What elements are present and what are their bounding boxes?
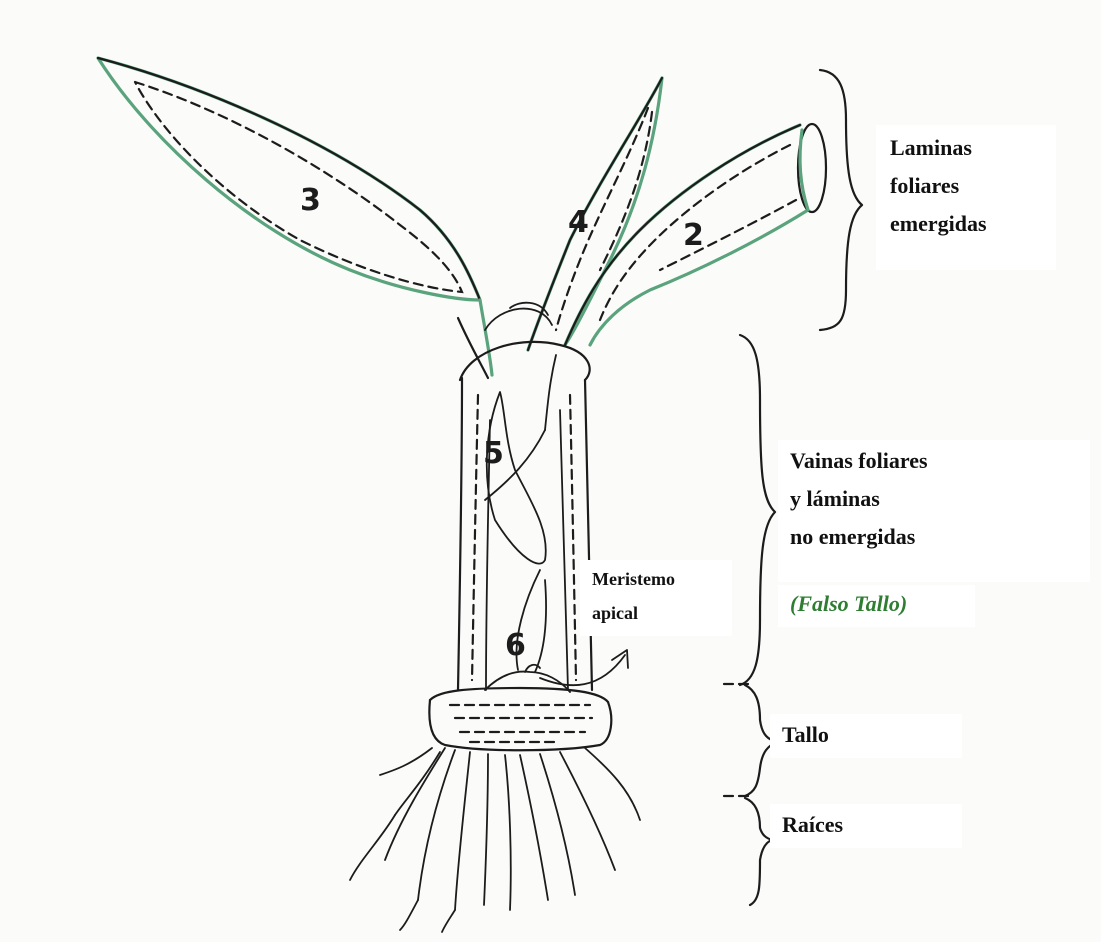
brace-laminas [820,70,862,330]
leaf-5: 5 [483,355,556,564]
leaf-4: 4 [528,78,662,350]
label-meristemo: Meristemo apical [580,560,732,636]
brace-raices [745,798,772,905]
label-meristemo-line-2: apical [592,596,732,630]
label-tallo: Tallo [770,714,962,758]
label-falso-tallo: (Falso Tallo) [778,585,975,627]
leaf-number-5: 5 [483,436,504,471]
label-raices: Raíces [770,804,962,848]
leaf-number-2: 2 [683,218,704,253]
label-laminas-line-1: Laminas [890,129,1056,167]
label-raices-text: Raíces [782,806,962,844]
label-laminas-line-2: foliares [890,167,1056,205]
label-vainas: Vainas foliares y láminas no emergidas [778,440,1090,582]
leaf-number-3: 3 [300,183,321,218]
label-vainas-line-1: Vainas foliares [790,442,1090,480]
leaf-6: 6 [505,570,546,672]
leaf-number-6: 6 [505,628,526,663]
label-vainas-line-3: no emergidas [790,518,1090,556]
label-vainas-line-2: y láminas [790,480,1090,518]
label-laminas-emergidas: Laminas foliares emergidas [876,125,1056,270]
roots [350,748,640,932]
label-falso-tallo-text: (Falso Tallo) [790,585,975,623]
brace-vainas [740,335,775,685]
leaf-number-4: 4 [568,205,589,240]
label-laminas-line-3: emergidas [890,205,1056,243]
leaf-2: 2 [565,124,826,345]
label-tallo-text: Tallo [782,716,962,754]
stem-corm [429,688,611,750]
leaf-3: 3 [98,58,480,300]
label-meristemo-line-1: Meristemo [592,562,732,596]
